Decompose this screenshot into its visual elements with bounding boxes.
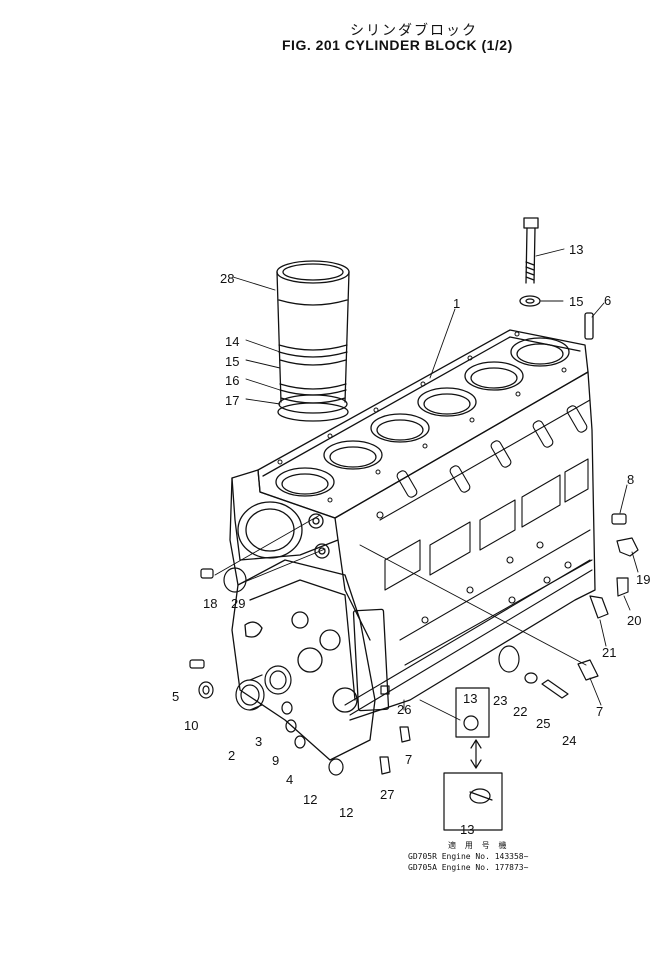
callout-25: 23 <box>493 693 507 708</box>
callout-13-top: 13 <box>463 691 477 706</box>
dowel-pin <box>584 312 594 340</box>
washer <box>519 295 541 307</box>
figure-title: FIG. 201 CYLINDER BLOCK (1/2) <box>282 37 513 53</box>
callout-22: 20 <box>627 613 641 628</box>
loose-parts <box>189 513 639 831</box>
callout-26: 24 <box>562 733 576 748</box>
callout-7-lower: 7 <box>405 752 412 767</box>
callout-24: 22 <box>513 704 527 719</box>
leader-lines <box>214 248 639 721</box>
applicability-row-1: GD705R Engine No. 143358~ <box>408 852 529 861</box>
callout-15: 15 <box>569 294 583 309</box>
cylinder-liner <box>276 260 350 422</box>
callout-20: 18 <box>203 596 217 611</box>
callout-1: 1 <box>453 296 460 311</box>
callout-5: 5 <box>172 689 179 704</box>
callout-19: 17 <box>225 393 239 408</box>
applicability-heading: 適 用 号 機 <box>448 841 509 850</box>
callout-23: 21 <box>602 645 616 660</box>
callout-10: 10 <box>184 718 198 733</box>
callout-3: 3 <box>255 734 262 749</box>
callout-31: 29 <box>231 596 245 611</box>
callout-9: 9 <box>272 753 279 768</box>
callout-18: 16 <box>225 373 239 388</box>
callout-6: 6 <box>604 293 611 308</box>
callout-14: 13 <box>569 242 583 257</box>
callout-7-right: 7 <box>596 704 603 719</box>
callout-21: 19 <box>636 572 650 587</box>
callout-8: 8 <box>627 472 634 487</box>
callout-29: 27 <box>380 787 394 802</box>
callout-28: 26 <box>397 702 411 717</box>
callout-17: 15 <box>225 354 239 369</box>
cylinder-block <box>229 329 596 761</box>
callout-30: 28 <box>220 271 234 286</box>
callout-27: 25 <box>536 716 550 731</box>
callout-16: 14 <box>225 334 239 349</box>
callout-4: 4 <box>286 772 293 787</box>
figure-title-japanese: シリンダブロック <box>350 23 478 39</box>
callout-2: 2 <box>228 748 235 763</box>
applicability-row-2: GD705A Engine No. 177873~ <box>408 863 529 872</box>
callout-11: 12 <box>303 792 317 807</box>
head-bolt <box>523 217 539 284</box>
callout-12: 12 <box>339 805 353 820</box>
callout-13-bottom: 13 <box>460 822 474 837</box>
callouts: 28 14 15 16 17 13 15 6 1 8 19 20 21 7 18… <box>172 242 650 837</box>
